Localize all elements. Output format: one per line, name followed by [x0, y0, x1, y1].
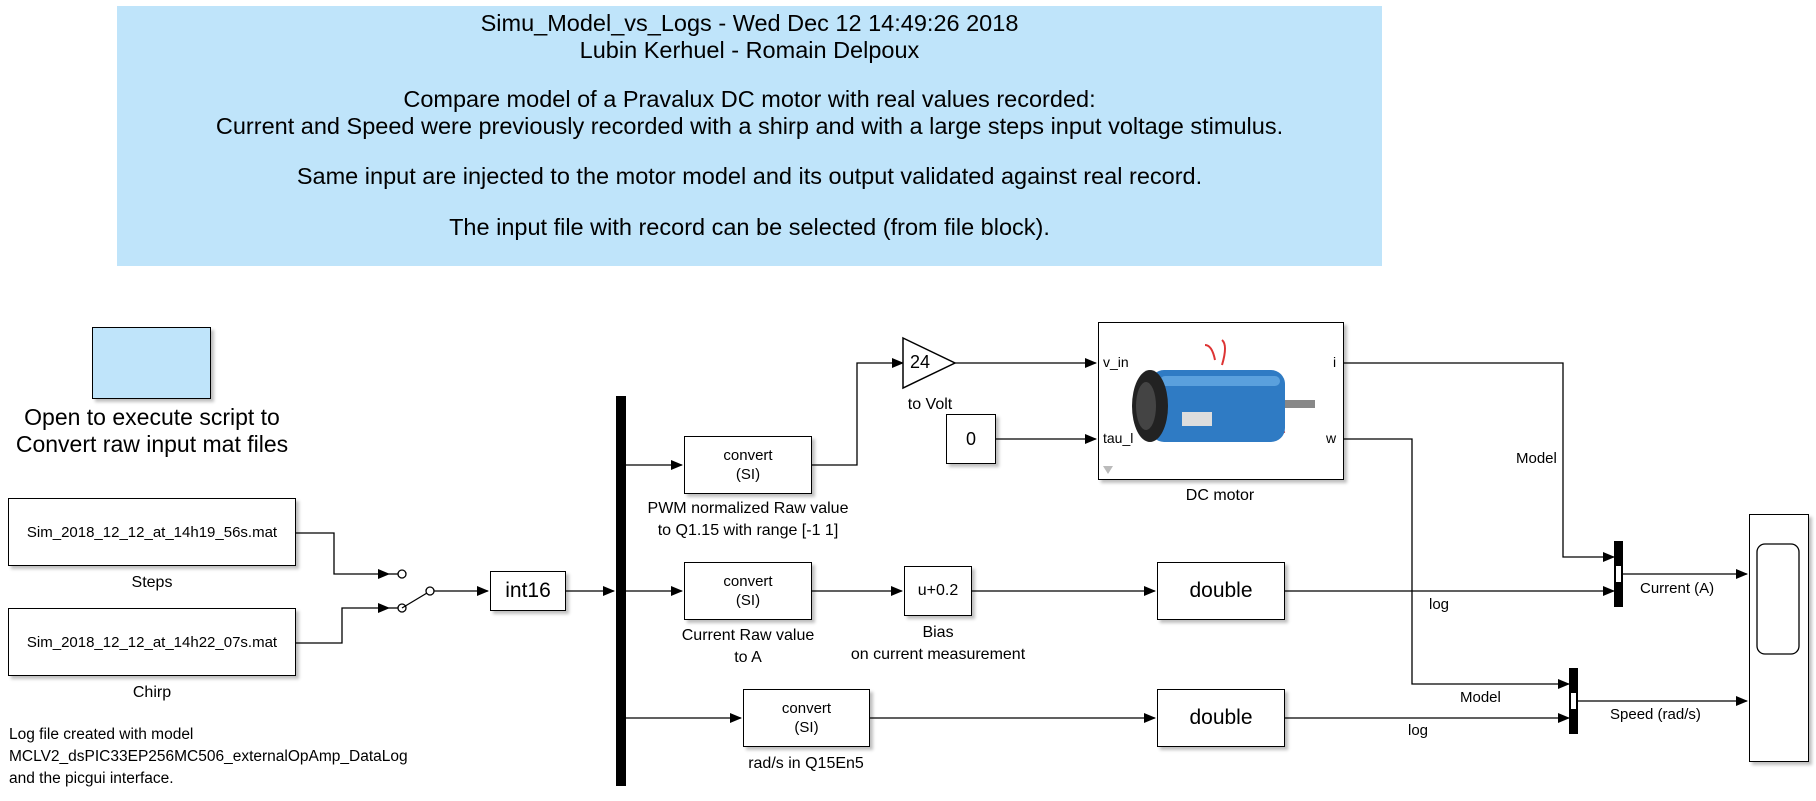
gain-value: 24 [909, 352, 931, 372]
double-speed-block[interactable]: double [1157, 689, 1285, 747]
convert-script-label-line1: Open to execute script to [24, 404, 280, 430]
annotation-line4: The input file with record can be select… [449, 214, 1050, 240]
dc-motor-label: DC motor [1185, 487, 1255, 504]
annotation-authors: Lubin Kerhuel - Romain Delpoux [579, 37, 920, 63]
from-file-steps-label: Steps [131, 574, 173, 591]
bias-label-line1: Bias [922, 624, 954, 641]
wire-pwm-to-gain [812, 358, 904, 466]
convert-speed-block[interactable]: convert (SI) [743, 689, 870, 747]
dc-motor-port-tau-l: tau_l [1103, 430, 1134, 446]
from-file-chirp-block[interactable]: Sim_2018_12_12_at_14h22_07s.mat [8, 608, 296, 676]
convert-script-label: Open to execute script to Convert raw in… [0, 404, 304, 458]
log-file-note-line1: Log file created with model [9, 726, 194, 743]
mask-arrow-icon [1103, 466, 1113, 474]
gain-block [902, 336, 957, 390]
signal-label-speed-out: Speed (rad/s) [1610, 706, 1701, 723]
log-file-note: Log file created with model MCLV2_dsPIC3… [9, 724, 408, 790]
bias-label-line2: on current measurement [850, 646, 1026, 663]
convert-speed-line2: (SI) [794, 719, 819, 736]
gain-label: to Volt [907, 396, 953, 413]
log-file-note-line3: and the picgui interface. [9, 770, 174, 787]
convert-current-block[interactable]: convert (SI) [684, 562, 812, 620]
wire-steps-to-switch [296, 532, 390, 579]
switch-out [425, 586, 435, 596]
switch-lever [401, 592, 428, 609]
convert-current-label-line2: to A [734, 649, 762, 666]
log-file-note-line2: MCLV2_dsPIC33EP256MC506_externalOpAmp_Da… [9, 748, 408, 765]
model-annotation[interactable]: Simu_Model_vs_Logs - Wed Dec 12 14:49:26… [117, 6, 1382, 266]
from-file-chirp-text: Sim_2018_12_12_at_14h22_07s.mat [26, 633, 278, 651]
bias-label: Bias on current measurement [838, 622, 1038, 666]
convert-pwm-line1: convert [723, 447, 773, 464]
bias-text: u+0.2 [917, 582, 959, 599]
convert-pwm-line2: (SI) [735, 466, 761, 483]
convert-script-block[interactable] [92, 327, 211, 399]
switch-in1 [397, 569, 407, 579]
convert-pwm-label-line1: PWM normalized Raw value [647, 500, 849, 517]
double-current-block[interactable]: double [1157, 562, 1285, 620]
from-file-steps-block[interactable]: Sim_2018_12_12_at_14h19_56s.mat [8, 498, 296, 566]
constant-value: 0 [965, 428, 976, 449]
from-file-chirp-label: Chirp [132, 684, 172, 701]
dc-motor-port-i: i [1333, 354, 1337, 370]
int16-text: int16 [505, 579, 551, 602]
annotation-title: Simu_Model_vs_Logs - Wed Dec 12 14:49:26… [480, 10, 1019, 36]
convert-pwm-block[interactable]: convert (SI) [684, 436, 812, 494]
double-speed-text: double [1189, 706, 1253, 729]
wire-motor-i-to-mux [1344, 362, 1615, 562]
annotation-line1: Compare model of a Pravalux DC motor wit… [403, 86, 1096, 112]
convert-pwm-label: PWM normalized Raw value to Q1.15 with r… [620, 498, 876, 542]
scope-screen [1756, 543, 1800, 655]
wire-motor-w-to-mux [1344, 438, 1570, 689]
double-current-text: double [1189, 579, 1253, 602]
demux-block [616, 396, 626, 786]
int16-convert-block[interactable]: int16 [490, 571, 566, 611]
convert-script-label-line2: Convert raw input mat files [15, 431, 289, 457]
dc-motor-port-w: w [1326, 430, 1337, 446]
convert-current-label-line1: Current Raw value [681, 627, 815, 644]
convert-current-line2: (SI) [735, 592, 761, 609]
constant-block[interactable]: 0 [946, 414, 996, 464]
dc-motor-block[interactable] [1098, 322, 1344, 480]
annotation-line2: Current and Speed were previously record… [215, 113, 1284, 139]
convert-pwm-label-line2: to Q1.15 with range [-1 1] [657, 522, 839, 539]
signal-label-log-speed: log [1408, 722, 1429, 739]
dc-motor-icon [1132, 339, 1315, 442]
bias-block[interactable]: u+0.2 [904, 566, 972, 616]
annotation-line3: Same input are injected to the motor mod… [296, 163, 1203, 189]
convert-current-line1: convert [723, 573, 773, 590]
signal-label-model-current: Model [1516, 450, 1557, 467]
convert-current-label: Current Raw value to A [644, 625, 852, 669]
signal-label-model-speed: Model [1460, 689, 1501, 706]
dc-motor-port-v-in: v_in [1103, 354, 1129, 370]
wire-chirp-to-switch [296, 603, 390, 644]
scope-block[interactable] [1749, 514, 1809, 762]
convert-speed-label: rad/s in Q15En5 [748, 755, 864, 772]
signal-label-current-out: Current (A) [1640, 580, 1715, 597]
convert-speed-line1: convert [781, 700, 832, 717]
from-file-steps-text: Sim_2018_12_12_at_14h19_56s.mat [26, 523, 278, 541]
signal-label-log-current: log [1429, 596, 1450, 613]
